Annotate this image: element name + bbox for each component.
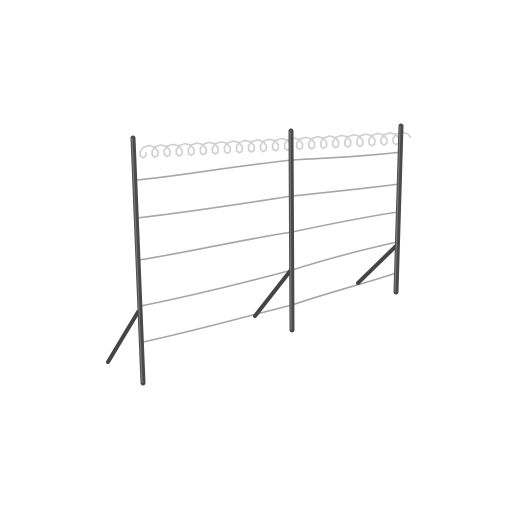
brace-left xyxy=(106,310,140,364)
wire xyxy=(291,151,402,161)
wire xyxy=(138,231,293,261)
brace-right xyxy=(356,244,398,285)
coil-path xyxy=(139,131,412,159)
post-left xyxy=(130,135,146,386)
wire xyxy=(291,211,399,233)
braces xyxy=(106,244,398,364)
razor-wire-coil xyxy=(139,131,412,159)
wire xyxy=(136,195,293,219)
wire xyxy=(136,159,293,181)
wires-left-panel xyxy=(136,159,293,343)
post-right xyxy=(393,123,404,295)
brace-middle xyxy=(253,268,293,318)
post-middle xyxy=(288,128,295,333)
wire xyxy=(291,241,398,271)
posts xyxy=(130,123,404,386)
wires-right-panel xyxy=(291,151,402,306)
wire xyxy=(142,304,293,343)
wire xyxy=(291,183,400,197)
wire xyxy=(291,272,397,306)
wire xyxy=(140,269,293,307)
